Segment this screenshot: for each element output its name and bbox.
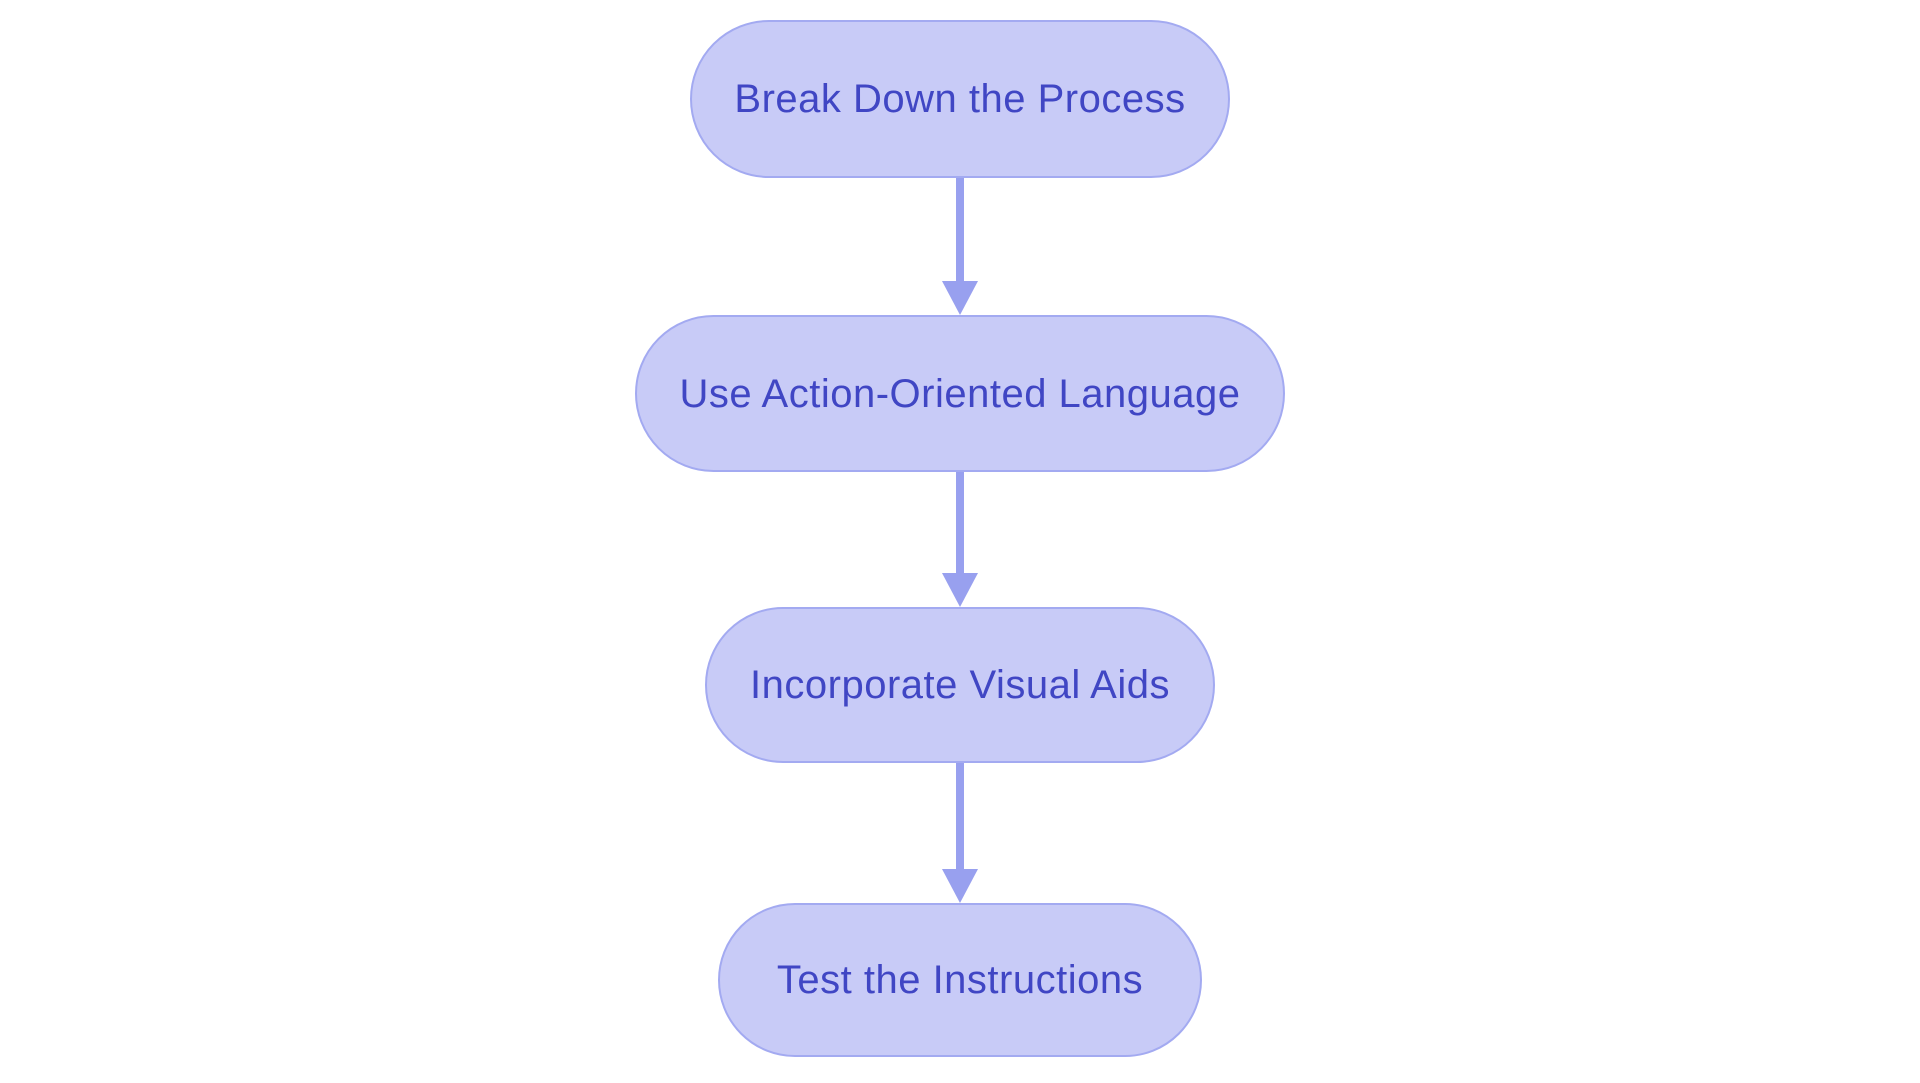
arrow-shaft xyxy=(956,763,964,869)
node-label: Incorporate Visual Aids xyxy=(750,663,1170,707)
node-label: Use Action-Oriented Language xyxy=(679,371,1241,416)
flowchart-node-break-down-the-process: Break Down the Process xyxy=(690,20,1230,178)
node-label: Test the Instructions xyxy=(776,958,1144,1002)
flowchart-node-use-action-oriented-language: Use Action-Oriented Language xyxy=(635,315,1285,472)
flow-arrow-1 xyxy=(942,178,978,315)
flow-arrow-3 xyxy=(942,763,978,903)
node-label: Break Down the Process xyxy=(734,77,1186,121)
flowchart-node-incorporate-visual-aids: Incorporate Visual Aids xyxy=(705,607,1215,763)
flow-arrow-2 xyxy=(942,472,978,607)
arrow-down-icon xyxy=(942,573,978,607)
arrow-shaft xyxy=(956,178,964,281)
arrow-shaft xyxy=(956,472,964,573)
flowchart-node-test-the-instructions: Test the Instructions xyxy=(718,903,1202,1057)
arrow-down-icon xyxy=(942,869,978,903)
arrow-down-icon xyxy=(942,281,978,315)
